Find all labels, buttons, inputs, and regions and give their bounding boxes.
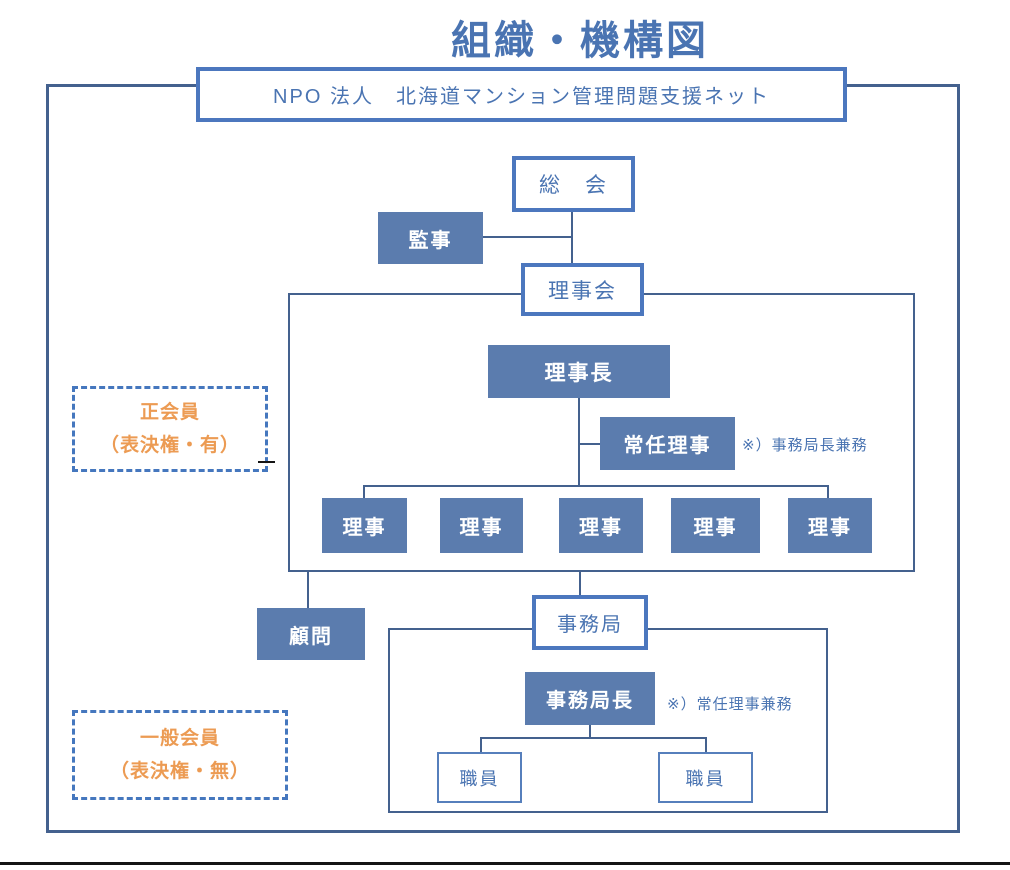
node-riji-5: 理事: [788, 498, 872, 553]
note-jimukyokucho: ※）常任理事兼務: [667, 696, 793, 713]
connector-soukai-rijikai: [571, 212, 573, 263]
node-soukai-label: 総 会: [539, 174, 608, 197]
node-riji-2-label: 理事: [459, 517, 504, 539]
note-jonin-riji: ※）事務局長兼務: [742, 437, 868, 454]
page-title: 組織・機構図: [451, 19, 709, 63]
connector-jimukyokucho-down: [589, 725, 591, 739]
node-kanji: 監事: [378, 212, 483, 264]
node-rijikai-label: 理事会: [548, 279, 617, 303]
node-shokuin-1-label: 職員: [459, 768, 500, 789]
node-riji-5-label: 理事: [808, 517, 852, 539]
node-jonin-riji-label: 常任理事: [623, 435, 712, 457]
connector-riji-row: [363, 485, 829, 487]
connector-komon-stub: [307, 572, 309, 608]
connector-kanji: [483, 236, 572, 238]
org-name-label: NPO 法人 北海道マンション管理問題支援ネット: [273, 86, 770, 108]
node-jimukyokucho: 事務局長: [525, 672, 655, 725]
node-komon: 顧問: [257, 608, 365, 660]
node-riji-1-label: 理事: [342, 517, 387, 539]
node-soukai: 総 会: [512, 156, 635, 212]
page-bottom-rule: [0, 862, 1010, 865]
cursor-artifact: [258, 461, 275, 463]
connector-rijicho-down: [578, 398, 580, 487]
node-rijikai: 理事会: [521, 263, 644, 316]
node-shokuin-1: 職員: [437, 752, 522, 803]
node-riji-4-label: 理事: [693, 517, 738, 539]
node-riji-3: 理事: [559, 498, 643, 553]
legend-general-members-line1: 一般会員: [139, 727, 220, 749]
legend-general-members: 一般会員 （表決権・無）: [72, 710, 288, 800]
node-jimukyokucho-label: 事務局長: [546, 690, 634, 712]
connector-shokuin-row: [480, 737, 707, 739]
connector-shokuin-left-stub: [480, 737, 482, 752]
node-jimukyoku: 事務局: [532, 595, 648, 650]
node-riji-2: 理事: [440, 498, 523, 553]
node-jonin-riji: 常任理事: [600, 417, 735, 470]
node-kanji-label: 監事: [408, 229, 453, 252]
legend-regular-members-line1: 正会員: [139, 401, 200, 423]
node-shokuin-2: 職員: [658, 752, 753, 803]
connector-shokuin-right-stub: [705, 737, 707, 752]
node-riji-1: 理事: [322, 498, 407, 553]
connector-jonin-stub: [578, 443, 602, 445]
node-riji-3-label: 理事: [579, 517, 623, 539]
org-name-box: NPO 法人 北海道マンション管理問題支援ネット: [196, 67, 847, 122]
legend-regular-members-line2: （表決権・有）: [99, 435, 240, 456]
node-rijicho-label: 理事長: [544, 361, 614, 385]
connector-riji-left-stub: [363, 485, 365, 498]
legend-regular-members: 正会員 （表決権・有）: [72, 386, 268, 472]
node-komon-label: 顧問: [289, 625, 333, 648]
node-riji-4: 理事: [671, 498, 760, 553]
connector-riji-right-stub: [827, 485, 829, 498]
node-shokuin-2-label: 職員: [685, 768, 726, 789]
legend-general-members-line2: （表決権・無）: [109, 761, 250, 782]
node-jimukyoku-label: 事務局: [557, 614, 623, 636]
node-rijicho: 理事長: [488, 345, 670, 398]
connector-jimukyoku-stub: [579, 572, 581, 595]
